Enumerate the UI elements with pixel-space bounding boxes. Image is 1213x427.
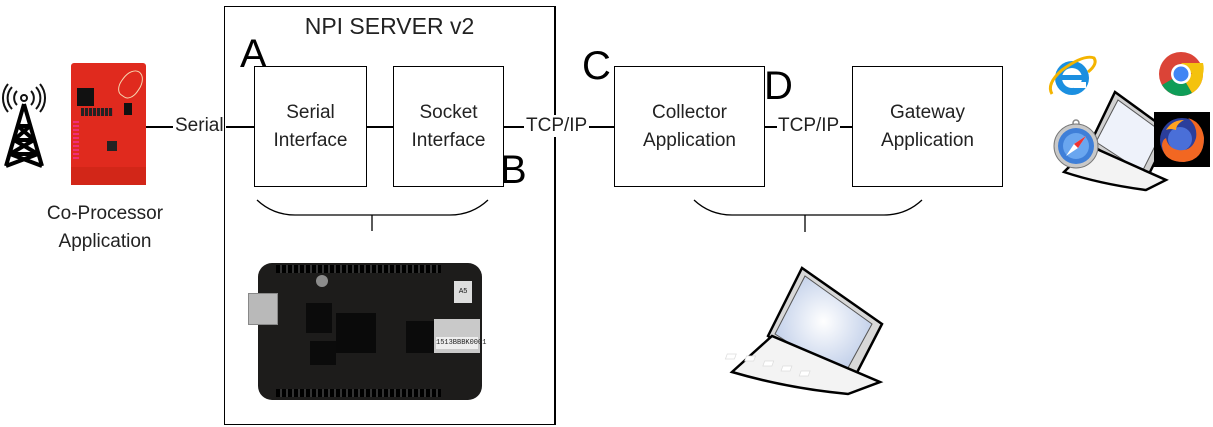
chrome-icon bbox=[1159, 52, 1204, 96]
marker-d: D bbox=[764, 64, 793, 108]
network-divider-line bbox=[554, 6, 556, 425]
marker-b: B bbox=[500, 148, 527, 192]
board-serial-label: 1513BBBK0001 bbox=[436, 337, 487, 349]
launchpad-board-image bbox=[71, 63, 148, 185]
server-title: NPI SERVER v2 bbox=[304, 13, 475, 39]
serial-link-label: Serial bbox=[173, 115, 226, 137]
coprocessor-caption: Co-Processor Application bbox=[46, 203, 164, 252]
server-brace bbox=[256, 199, 489, 231]
collector-application-box[interactable]: Collector Application bbox=[614, 66, 765, 187]
host-brace bbox=[693, 199, 923, 232]
firefox-icon bbox=[1154, 112, 1210, 167]
laptop-icon bbox=[724, 266, 884, 396]
tcpip-link-2-label: TCP/IP bbox=[777, 115, 841, 137]
serial-socket-link bbox=[367, 126, 394, 128]
beaglebone-board-image: 1513BBBK0001 A5 bbox=[248, 263, 487, 400]
marker-c: C bbox=[582, 44, 611, 88]
safari-icon bbox=[1053, 119, 1099, 169]
socket-interface-box[interactable]: Socket Interface bbox=[393, 66, 504, 187]
tcpip-link-1-label: TCP/IP bbox=[524, 115, 590, 137]
internet-explorer-icon bbox=[1048, 55, 1097, 95]
radio-tower-icon bbox=[1, 83, 47, 168]
gateway-application-box[interactable]: Gateway Application bbox=[852, 66, 1003, 187]
board-tag: A5 bbox=[454, 281, 472, 303]
serial-interface-box[interactable]: Serial Interface bbox=[254, 66, 367, 187]
